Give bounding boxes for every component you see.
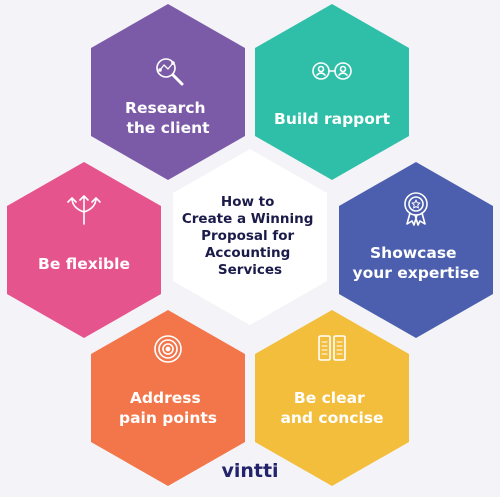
diagram-title-line5: Services xyxy=(218,262,282,278)
hex-clear-label-line1: Be clear xyxy=(294,389,365,407)
hex-clear-label-line2: and concise xyxy=(280,409,383,427)
hex-research-label-line1: Research xyxy=(125,99,206,117)
hex-rapport-label: Build rapport xyxy=(274,110,391,128)
hex-research-label: Research the client xyxy=(125,99,211,137)
award-badge-icon xyxy=(404,192,428,226)
hex-showcase-label: Showcase your expertise xyxy=(352,244,479,282)
hex-showcase-shape xyxy=(339,162,493,338)
hex-clear: Be clear and concise xyxy=(255,310,409,486)
vintti-logo: vintti xyxy=(221,460,278,482)
split-arrows-icon xyxy=(67,195,101,225)
hex-pain-label-line1: Address xyxy=(130,389,201,407)
hex-pain-label: Address pain points xyxy=(119,389,217,427)
search-chart-icon xyxy=(156,58,184,86)
hex-research-shape xyxy=(91,4,245,180)
diagram-title-line1: How to xyxy=(221,194,274,210)
hex-flexible-label-line1: Be flexible xyxy=(38,255,130,273)
hex-pain-shape xyxy=(91,310,245,486)
hex-research: Research the client xyxy=(91,4,245,180)
diagram-title-line3: Proposal for xyxy=(201,228,294,244)
hex-clear-label: Be clear and concise xyxy=(280,389,383,427)
hex-rapport-shape xyxy=(255,4,409,180)
hex-rapport-label-line1: Build rapport xyxy=(274,110,391,128)
diagram-title-line4: Accounting xyxy=(205,245,290,261)
hex-flexible: Be flexible xyxy=(7,162,161,338)
diagram-title: How to Create a Winning Proposal for Acc… xyxy=(182,194,318,278)
diagram-title-line2: Create a Winning xyxy=(182,211,314,227)
hex-showcase-label-line1: Showcase xyxy=(370,244,457,262)
target-icon xyxy=(154,335,182,363)
hex-rapport: Build rapport xyxy=(255,4,409,180)
hex-showcase-label-line2: your expertise xyxy=(352,264,479,282)
document-icon xyxy=(318,335,346,361)
hex-pain-label-line2: pain points xyxy=(119,409,217,427)
hex-flexible-shape xyxy=(7,162,161,338)
people-icon xyxy=(312,62,352,80)
hex-flexible-label: Be flexible xyxy=(38,255,130,273)
hex-showcase: Showcase your expertise xyxy=(339,162,493,338)
hex-center: How to Create a Winning Proposal for Acc… xyxy=(173,149,327,325)
hex-research-label-line2: the client xyxy=(126,119,210,137)
hex-clear-shape xyxy=(255,310,409,486)
hex-pain: Address pain points xyxy=(91,310,245,486)
hex-center-shape xyxy=(173,149,327,325)
